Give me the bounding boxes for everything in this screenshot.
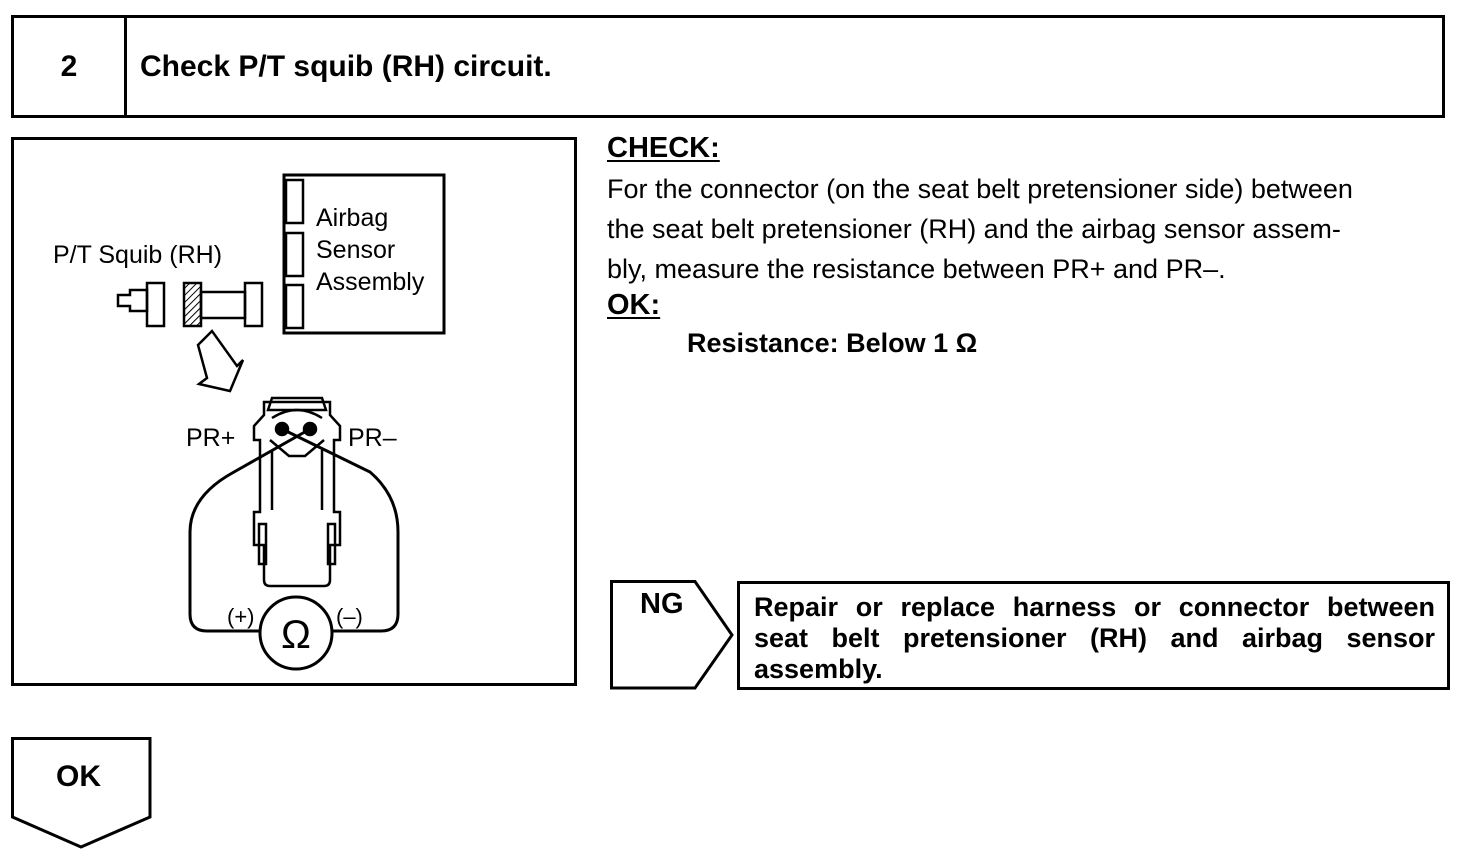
airbag-sensor-box: [282, 173, 446, 335]
check-text-line: For the connector (on the seat belt pret…: [607, 174, 1353, 204]
ohm-symbol: Ω: [281, 613, 311, 657]
sensor-label-line3: Assembly: [316, 268, 425, 296]
check-text-line: the seat belt pretensioner (RH) and the …: [607, 214, 1341, 244]
terminal-plus-label: PR+: [186, 424, 235, 452]
connector-diagram-drawing: Airbag Sensor Assembly P/T Squib (RH): [53, 173, 446, 671]
terminal-minus-label: PR–: [348, 424, 397, 452]
ohmmeter-icon: [258, 595, 334, 671]
pretensioner-connector-icon: [252, 396, 342, 588]
check-section: CHECK: For the connector (on the seat be…: [607, 132, 1452, 359]
test-leads: [188, 427, 400, 633]
step-header: 2 Check P/T squib (RH) circuit.: [11, 15, 1445, 118]
ok-heading: OK:: [607, 289, 661, 321]
ng-arrow-icon: [610, 580, 734, 690]
connector-diagram: Airbag Sensor Assembly P/T Squib (RH): [11, 137, 577, 686]
check-text-line: bly, measure the resistance between PR+ …: [607, 254, 1226, 284]
squib-connector-icon: [116, 281, 264, 328]
down-arrow-icon: [196, 329, 245, 393]
sensor-label-line2: Sensor: [316, 236, 395, 264]
probe-plus-label: (+): [227, 604, 255, 629]
ng-label: NG: [640, 588, 684, 620]
step-number: 2: [14, 18, 127, 115]
squib-label: P/T Squib (RH): [53, 241, 222, 269]
check-heading: CHECK:: [607, 132, 720, 164]
step-title: Check P/T squib (RH) circuit.: [140, 49, 552, 83]
ok-label: OK: [56, 760, 101, 793]
sensor-label-line1: Airbag: [316, 204, 388, 232]
ng-action-box: Repair or replace harness or connector b…: [737, 581, 1450, 690]
probe-minus-label: (–): [336, 604, 363, 629]
ok-specification: Resistance: Below 1 Ω: [687, 328, 978, 358]
ok-arrow-icon: [11, 737, 152, 849]
